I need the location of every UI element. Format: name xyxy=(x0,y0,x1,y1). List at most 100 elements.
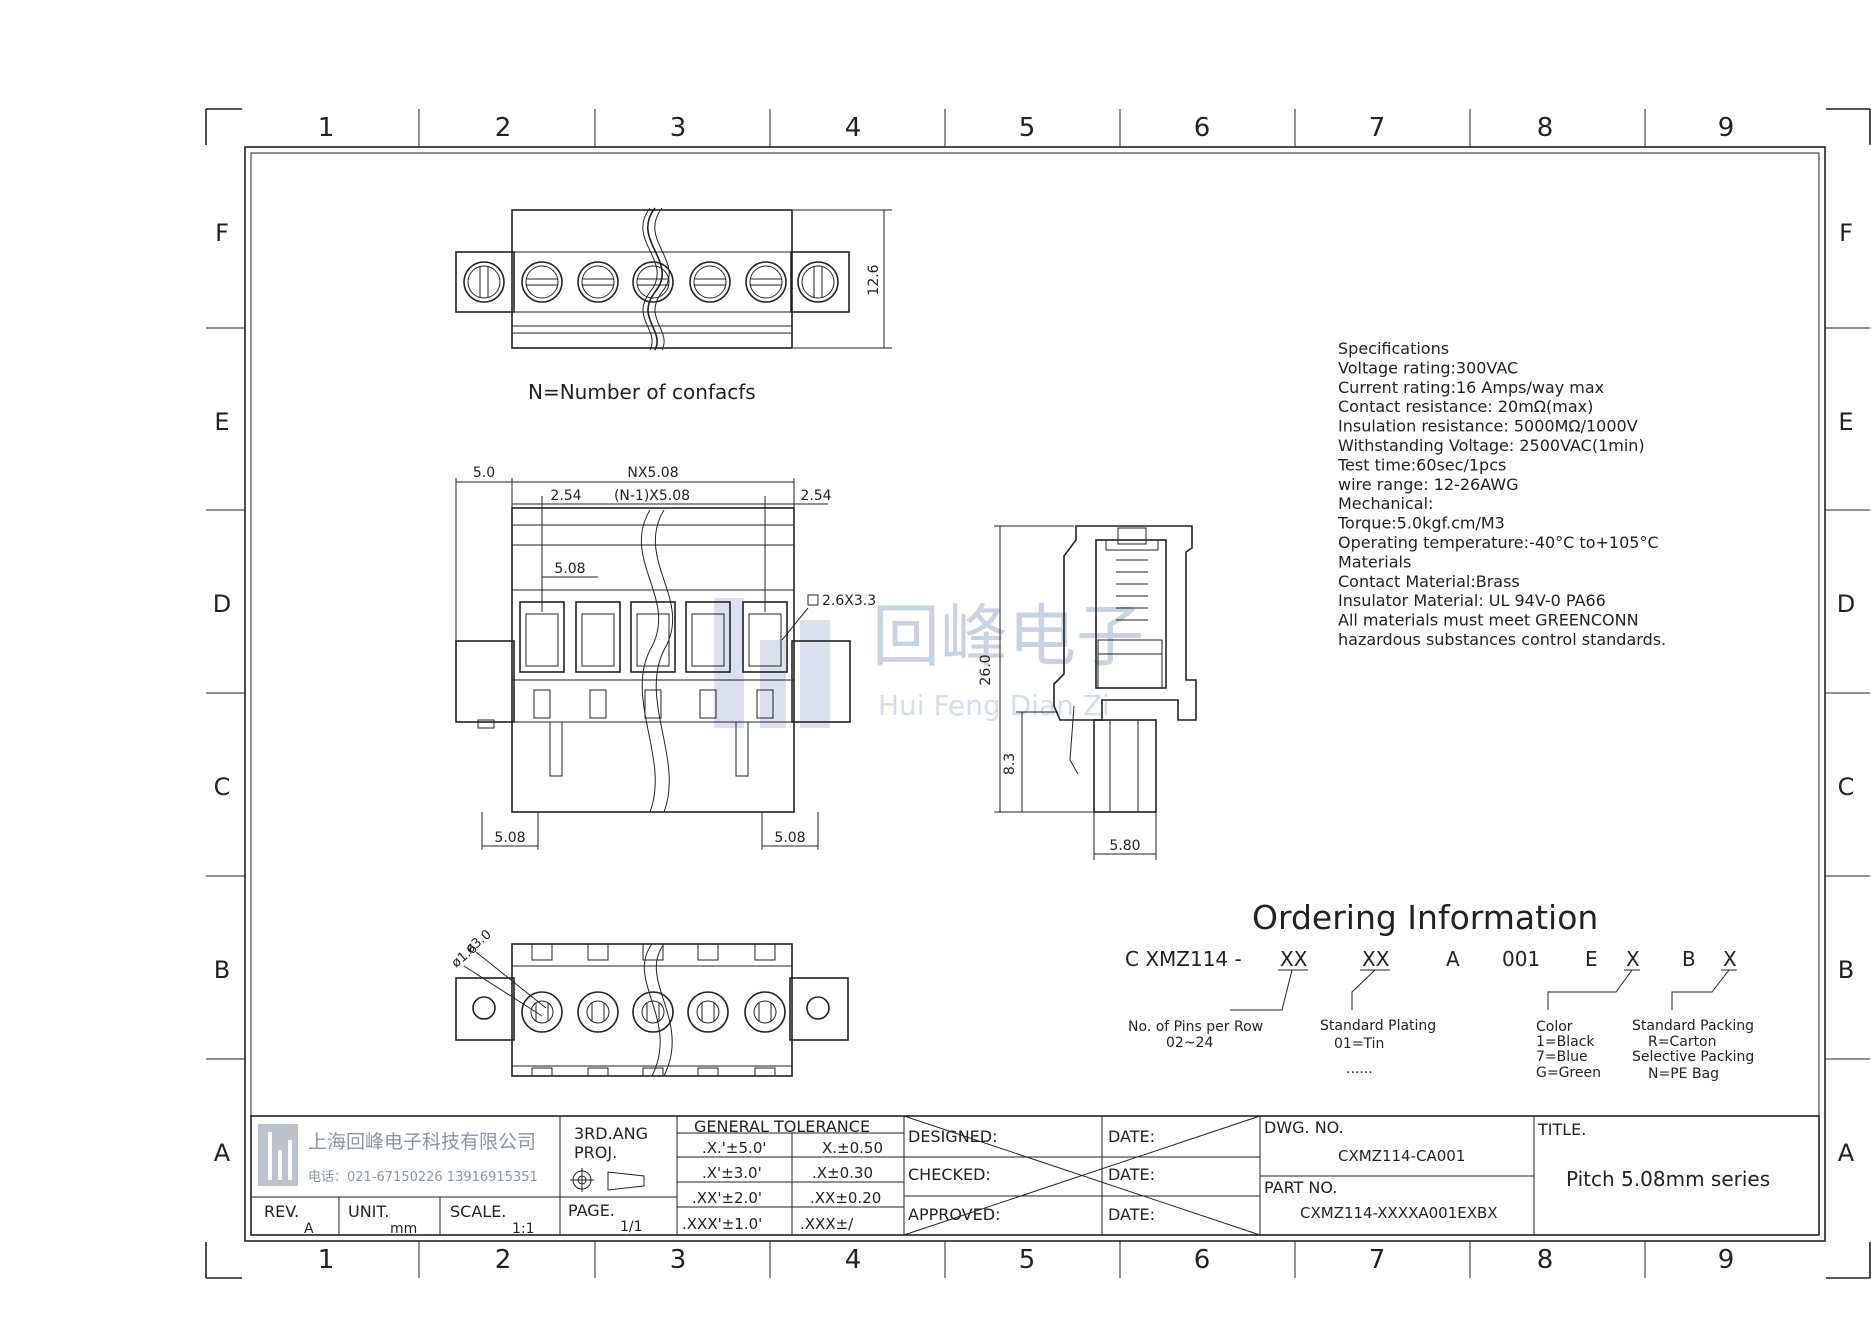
rev-value: A xyxy=(304,1221,314,1237)
row-label: F xyxy=(1839,219,1853,247)
dwg-number: CXMZ114-CA001 xyxy=(1338,1147,1465,1165)
latch xyxy=(642,1067,664,1077)
spec-line: Mechanical: xyxy=(1338,494,1433,513)
row-label: C xyxy=(214,773,231,801)
part-number: CXMZ114-XXXXA001EXBX xyxy=(1300,1204,1498,1222)
screw-rim xyxy=(801,265,835,299)
spec-line: hazardous substances control standards. xyxy=(1338,630,1666,649)
pin-leg xyxy=(735,721,749,777)
screw-rim xyxy=(467,265,501,299)
pin-slot xyxy=(533,689,551,719)
screw-rim xyxy=(693,265,727,299)
checked-label: CHECKED: xyxy=(908,1165,991,1184)
top-view-caption: N=Number of confacfs xyxy=(528,380,756,404)
packing-standard: R=Carton xyxy=(1648,1034,1717,1050)
spec-line: Materials xyxy=(1338,552,1411,571)
dim-end: 5.0 xyxy=(473,465,495,481)
dwg-label: DWG. NO. xyxy=(1264,1118,1344,1137)
screw-icon xyxy=(797,261,839,303)
date-label: DATE: xyxy=(1108,1165,1155,1184)
color-option: 7=Blue xyxy=(1536,1049,1588,1065)
col-label: 5 xyxy=(1019,1245,1036,1275)
part-label: PART NO. xyxy=(1264,1178,1337,1197)
row-label: B xyxy=(1838,956,1854,984)
designed-label: DESIGNED: xyxy=(908,1127,998,1146)
latch xyxy=(587,943,609,961)
col-label: 3 xyxy=(670,113,687,143)
spec-line: Contact resistance: 20mΩ(max) xyxy=(1338,397,1593,416)
latch xyxy=(531,943,553,961)
contact-hole-inner xyxy=(586,1000,610,1024)
spec-line: Current rating:16 Amps/way max xyxy=(1338,378,1604,397)
plating-more: ...... xyxy=(1346,1061,1373,1077)
tolerance-cell: .X±0.30 xyxy=(812,1164,873,1182)
title-block: 上海回峰电子科技有限公司 电话：021-67150226 13916915351… xyxy=(250,1115,1820,1237)
code-packing: X xyxy=(1723,947,1737,971)
wire-entry-inner xyxy=(636,613,670,667)
pin-leg xyxy=(549,721,563,777)
unit-value: mm xyxy=(390,1221,417,1237)
company-name: 上海回峰电子科技有限公司 xyxy=(308,1131,536,1153)
dim-pitch: 5.08 xyxy=(554,561,585,577)
front-view: 5.0 NX5.08 2.54 (N-1)X5.08 2.54 5.08 2.6… xyxy=(455,465,876,850)
spec-heading: Specifications xyxy=(1338,339,1449,358)
color-option: G=Green xyxy=(1536,1065,1601,1081)
dim-hole: 2.6X3.3 xyxy=(822,593,876,609)
contact-hole-inner xyxy=(753,1000,777,1024)
dim-bottom-left: 5.08 xyxy=(494,830,525,846)
row-label: E xyxy=(1838,408,1853,436)
watermark-en: Hui Feng Dian Zi xyxy=(878,689,1110,722)
row-label: D xyxy=(213,590,231,618)
dim-side-lower: 8.3 xyxy=(1002,753,1018,775)
tolerance-cell: .X'±3.0' xyxy=(702,1164,762,1182)
wire-entry-inner xyxy=(581,613,615,667)
col-label: 7 xyxy=(1369,113,1386,143)
tolerance-cell: .XXX'±1.0' xyxy=(682,1215,762,1233)
unit-label: UNIT. xyxy=(348,1202,389,1221)
pin-slot xyxy=(644,689,662,719)
dim-right-offset: 2.54 xyxy=(800,488,831,504)
spec-line: Operating temperature:-40°C to+105°C xyxy=(1338,533,1659,552)
col-label: 4 xyxy=(845,113,862,143)
contact-hole xyxy=(744,991,786,1033)
spec-line: Withstanding Voltage: 2500VAC(1min) xyxy=(1338,436,1645,455)
pins-label: No. of Pins per Row xyxy=(1128,1019,1263,1035)
top-view: 12.6 N=Number of confacfs xyxy=(455,207,892,404)
watermark-cn: 回峰电子 xyxy=(872,598,1144,677)
pins-value: 02~24 xyxy=(1166,1035,1213,1051)
projection-symbol-icon xyxy=(570,1168,645,1192)
color-option: 1=Black xyxy=(1536,1034,1595,1050)
date-label: DATE: xyxy=(1108,1205,1155,1224)
wire-entry xyxy=(685,601,731,673)
code-color: X xyxy=(1626,947,1640,971)
date-label: DATE: xyxy=(1108,1127,1155,1146)
spec-line: All materials must meet GREENCONN xyxy=(1338,611,1639,630)
latch xyxy=(531,1067,553,1077)
spec-line: wire range: 12-26AWG xyxy=(1338,475,1518,494)
scale-label: SCALE. xyxy=(450,1202,506,1221)
plating-label: Standard Plating xyxy=(1320,1018,1436,1034)
page-value: 1/1 xyxy=(620,1219,643,1235)
screw-rim xyxy=(749,265,783,299)
row-label: E xyxy=(214,408,229,436)
screw-icon xyxy=(689,261,731,303)
col-label: 1 xyxy=(318,1245,335,1275)
code-b: B xyxy=(1682,947,1696,971)
col-label: 7 xyxy=(1369,1245,1386,1275)
latch xyxy=(754,1067,776,1077)
wire-entry-inner xyxy=(525,613,559,667)
wire-entry xyxy=(575,601,621,673)
contact-hole-inner xyxy=(641,1000,665,1024)
projection-line2: PROJ. xyxy=(574,1143,617,1162)
latch xyxy=(754,943,776,961)
packing-label: Standard Packing xyxy=(1632,1018,1754,1034)
pin-slot xyxy=(589,689,607,719)
approved-label: APPROVED: xyxy=(908,1205,1000,1224)
dim-height-top: 12.6 xyxy=(866,264,882,295)
ordering-title: Ordering Information xyxy=(1252,898,1598,937)
tolerance-cell: .X.'±5.0' xyxy=(702,1139,766,1157)
packing-selective-label: Selective Packing xyxy=(1632,1049,1754,1065)
code-a: A xyxy=(1446,947,1460,971)
